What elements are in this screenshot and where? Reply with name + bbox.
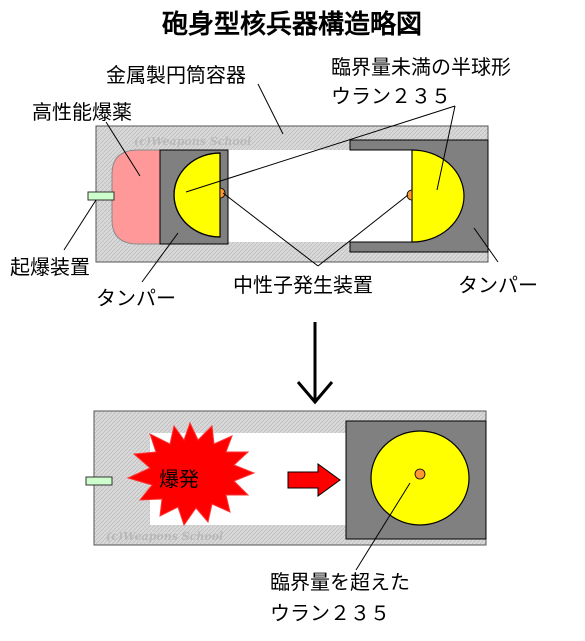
watermark-bottom: (c)Weapons School [106,530,223,543]
label-detonator: 起爆装置 [10,255,90,279]
label-subcritical-line1: 臨界量未満の半球形 [331,55,511,79]
label-supercritical-line1: 臨界量を超えた [270,570,410,594]
leader-subcritical-right [436,105,456,191]
leader-casing [257,83,284,135]
target-cavity [350,140,414,252]
label-casing: 金属製円筒容器 [106,63,246,87]
pre-detonation-assembly: (c)Weapons School [87,125,489,263]
diagram-title: 砲身型核兵器構造略図 [162,9,422,40]
leader-explosive [105,121,141,177]
leader-initiator-left [222,192,319,267]
leader-tamper-right [473,227,499,263]
leader-detonator [63,199,97,251]
leader-supercritical [355,482,411,571]
down-arrow-icon [296,322,334,405]
post-detonation-assembly: (c)Weapons School [85,410,487,546]
right-arrow-icon [287,463,341,497]
leader-tamper-left [141,232,179,283]
label-subcritical-line2: ウラン２３５ [331,84,451,108]
label-tamper-left: タンパー [96,286,176,310]
uranium-hemisphere-right [411,149,465,243]
leader-initiator-right [317,194,409,267]
initiator-center [414,468,426,480]
label-supercritical-line2: ウラン２３５ [270,601,390,625]
detonator-after [85,476,113,486]
leader-subcritical-left [185,105,456,193]
high-explosive [111,149,163,245]
watermark-top: (c)Weapons School [134,135,251,148]
label-explosion: 爆発 [159,467,199,491]
detonator [87,191,115,201]
leader-lines-top [63,83,499,283]
label-tamper-right: タンパー [458,273,538,297]
explosion-burst [126,421,256,527]
gun-barrel-bore [228,150,350,242]
label-explosive: 高性能爆薬 [32,100,132,124]
label-initiator: 中性子発生装置 [233,273,373,297]
